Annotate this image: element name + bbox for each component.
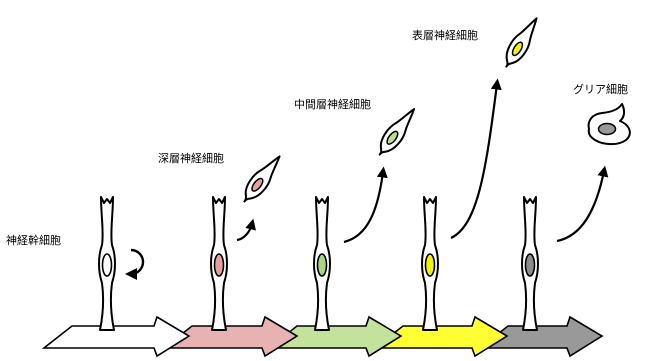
label-upper-layer-neuron: 表層神経細胞 — [412, 27, 478, 43]
nucleus — [215, 254, 224, 276]
curved-arrow-icon — [344, 172, 383, 242]
nucleus — [103, 254, 112, 276]
deep-layer-neuron — [238, 151, 286, 206]
curved-arrow-icon — [451, 84, 497, 238]
label-middle-layer-neuron: 中間層神経細胞 — [294, 96, 371, 112]
stem-cell-stage-1 — [99, 197, 115, 330]
stem-cell-stage-4 — [422, 197, 438, 330]
nucleus — [426, 254, 435, 276]
middle-layer-neuron — [373, 104, 421, 160]
upper-layer-neuron — [499, 14, 543, 71]
nucleus — [526, 254, 535, 276]
timeline-arrow-stage-1 — [44, 317, 189, 356]
circular-arrow-icon — [131, 250, 143, 274]
curved-arrow-icon — [557, 171, 604, 241]
nucleus — [318, 254, 327, 276]
curved-arrow-icon — [237, 224, 252, 240]
stem-cell-stage-3 — [314, 197, 330, 330]
label-deep-layer-neuron: 深層神経細胞 — [158, 150, 224, 166]
stem-cell-stage-2 — [211, 197, 227, 330]
label-glial-cell: グリア細胞 — [573, 81, 628, 97]
label-neural-stem-cell: 神経幹細胞 — [6, 232, 61, 248]
glial-cell — [589, 104, 630, 144]
stem-cell-stage-5 — [522, 197, 538, 330]
